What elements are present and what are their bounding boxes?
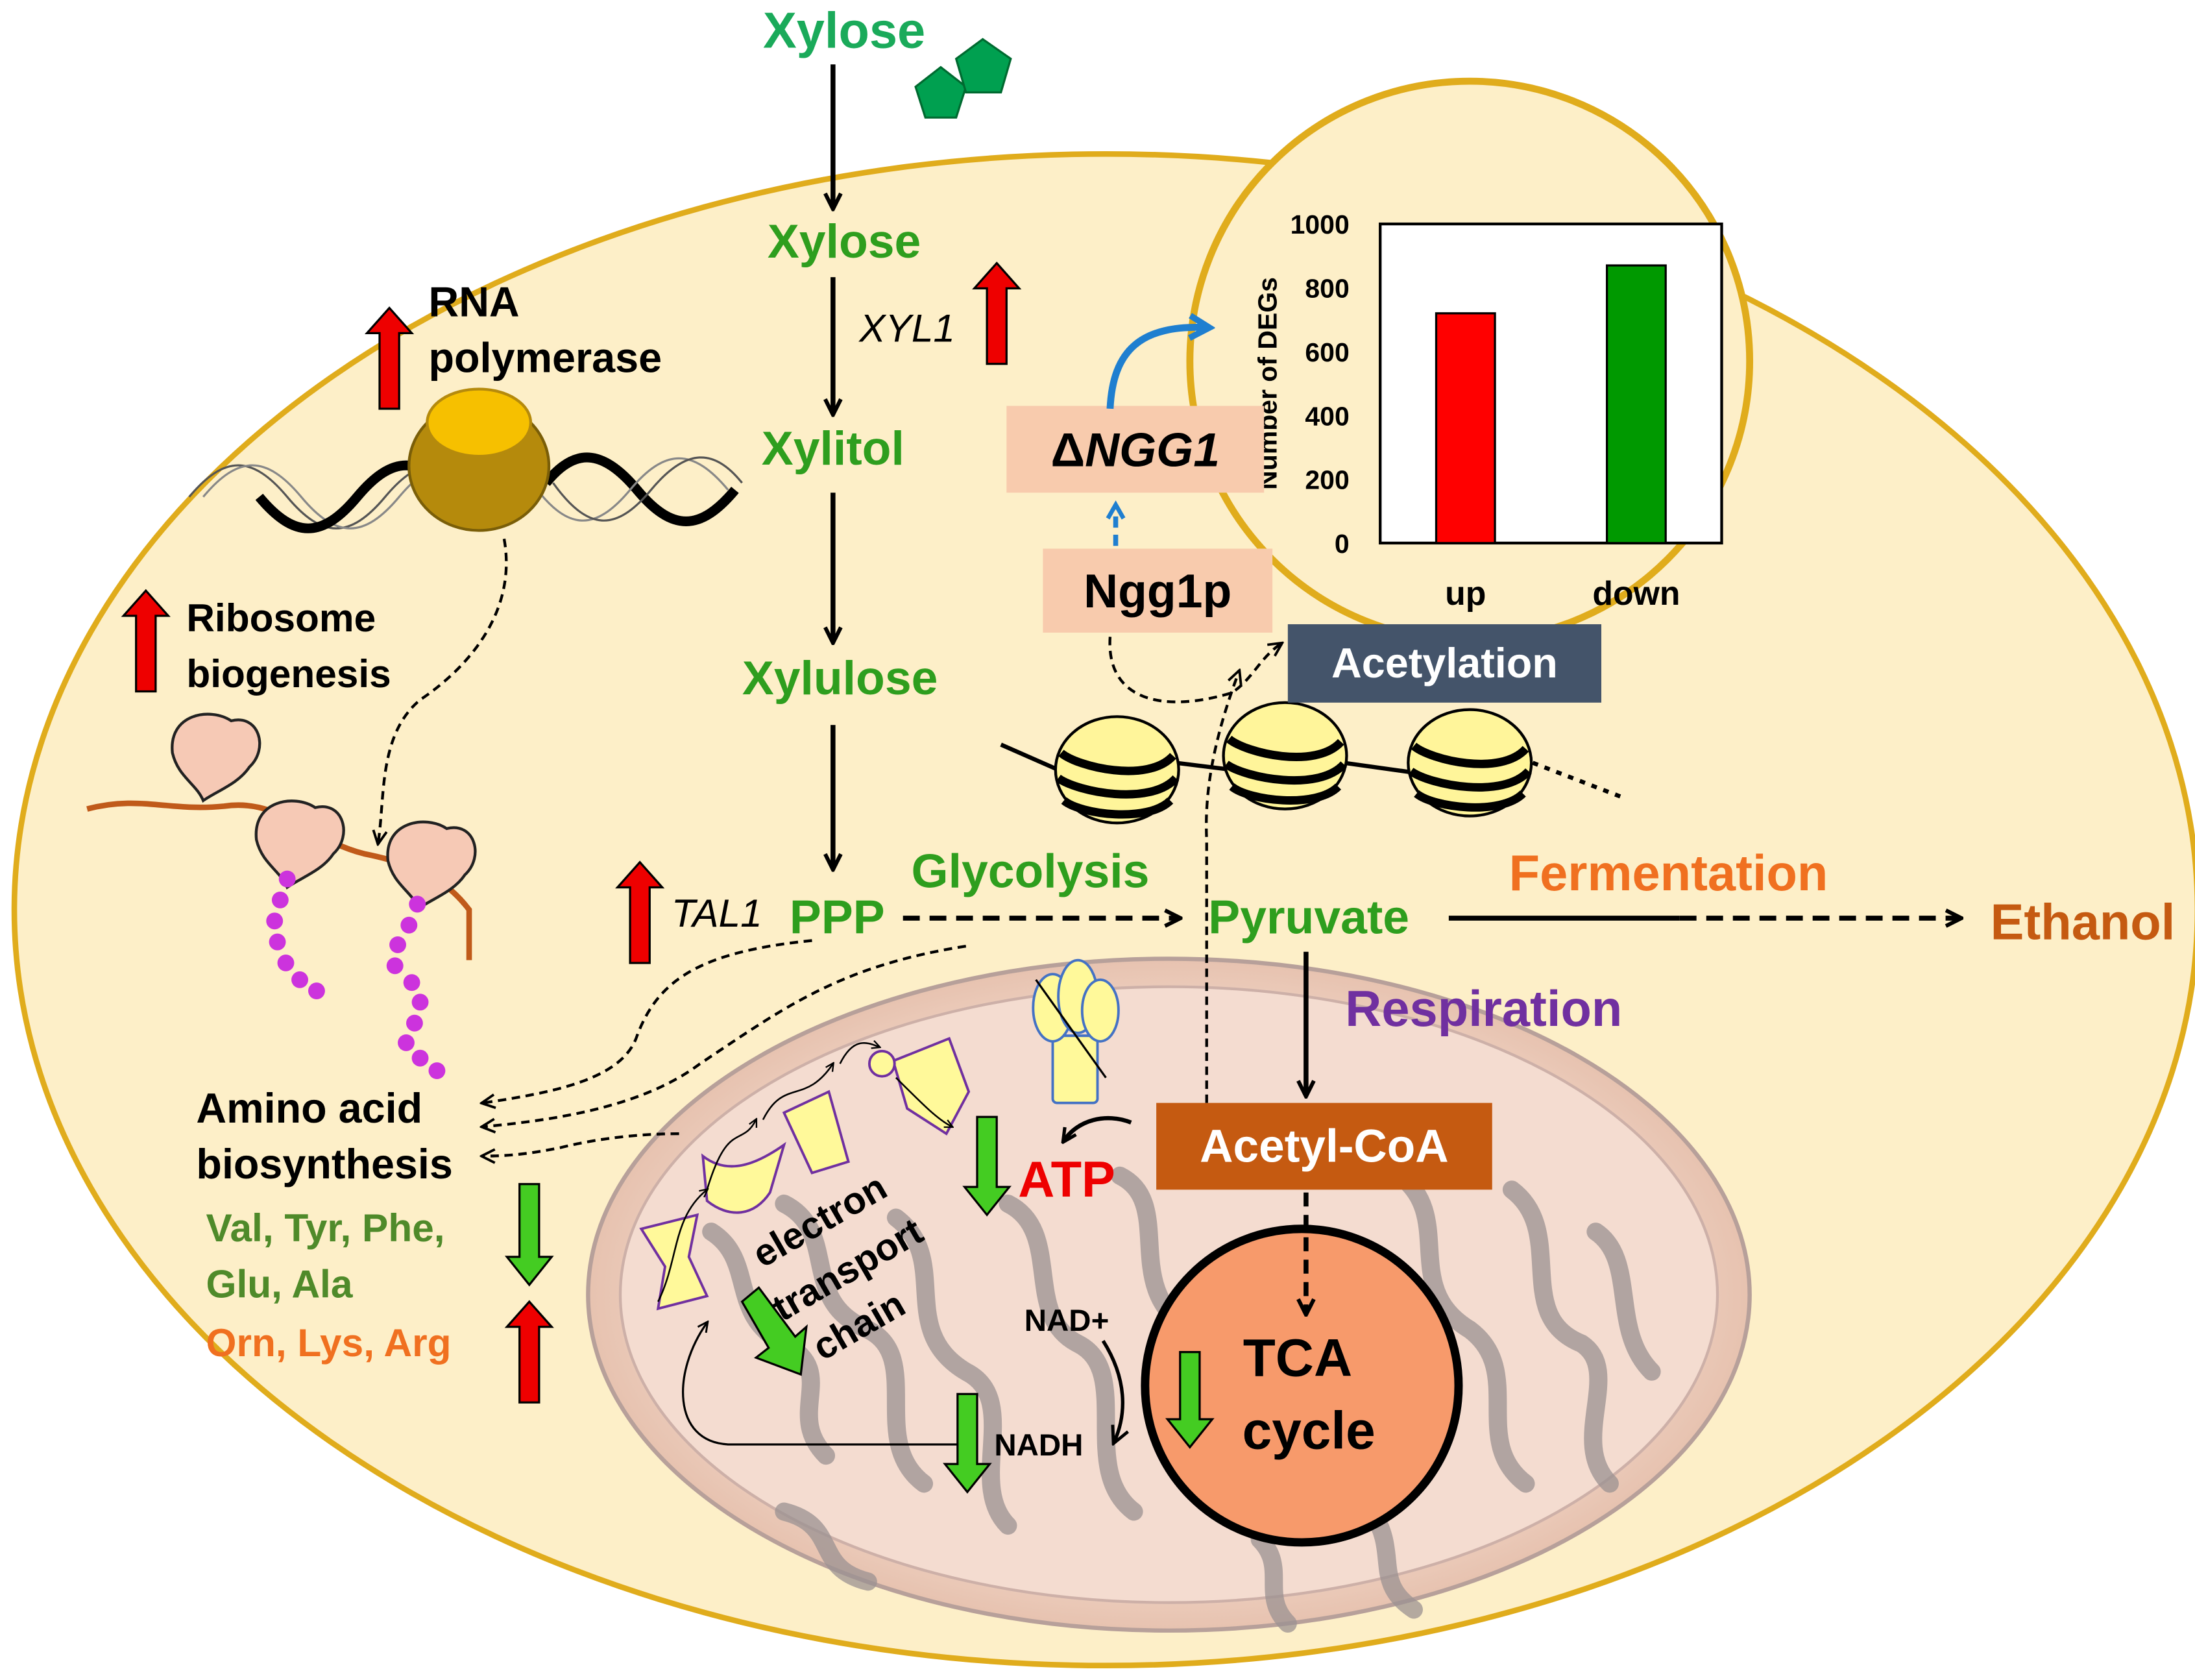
tca-label-line1: TCA <box>1243 1328 1352 1387</box>
xylose-molecule-icon <box>914 38 1012 119</box>
fermentation-label: Fermentation <box>1509 846 1828 901</box>
tal1-gene-label: TAL1 <box>672 891 762 935</box>
atp-label: ATP <box>1018 1152 1115 1208</box>
rna-polymerase-label-line2: polymerase <box>428 334 662 382</box>
amino-acid-label-line2: biosynthesis <box>196 1140 452 1187</box>
aa-down-arrow-icon <box>504 1183 554 1287</box>
complex-ii <box>701 1141 786 1214</box>
xylulose-label: Xylulose <box>742 651 938 705</box>
etc-complexes <box>639 1036 971 1311</box>
nadh-down-arrow-icon <box>943 1393 992 1494</box>
chart-y-ticks: 0 200 400 600 800 1000 <box>1291 210 1350 559</box>
amino-acids-down-line1: Val, Tyr, Phe, <box>206 1206 445 1250</box>
amino-acid-feed-arrows <box>483 939 967 1156</box>
nucleosome-2 <box>1222 701 1348 810</box>
amino-acids-down-line2: Glu, Ala <box>206 1261 353 1306</box>
chromatin <box>1000 701 1625 825</box>
complex-i <box>639 1213 709 1311</box>
chart-plot-frame <box>1379 222 1723 545</box>
ribosome-up-arrow-icon <box>121 589 171 693</box>
atp-down-arrow-icon <box>962 1115 1012 1217</box>
chart-x-label-down: down <box>1592 574 1680 612</box>
chart-bar-up <box>1435 312 1496 544</box>
chart-bar-down <box>1606 264 1667 544</box>
tca-cycle-circle <box>1141 1224 1463 1547</box>
tca-label-line2: cycle <box>1243 1401 1376 1460</box>
complex-iv <box>891 1036 971 1136</box>
ribosome-label-line2: biogenesis <box>186 651 391 696</box>
chart-y-tick-label: 400 <box>1305 401 1349 431</box>
etc-electron-path <box>657 1043 952 1302</box>
amino-acid-label-line1: Amino acid <box>196 1084 422 1132</box>
rna-polymerase-up-arrow-icon <box>364 306 415 410</box>
tal1-up-arrow-icon <box>615 860 665 964</box>
ngg1p-label: Ngg1p <box>1084 565 1231 618</box>
chart-bars <box>1435 264 1667 544</box>
glycolysis-label: Glycolysis <box>912 844 1150 897</box>
ngg1-gene-italic: NGG1 <box>1085 423 1220 476</box>
chart-x-label-up: up <box>1445 574 1486 612</box>
acetyl-coa-label: Acetyl-CoA <box>1200 1121 1449 1172</box>
cytochrome-c <box>867 1049 896 1078</box>
chart-y-tick-label: 200 <box>1305 465 1349 495</box>
xyl1-up-arrow-icon <box>972 262 1022 365</box>
deletion-to-chart-arrow <box>1106 327 1207 409</box>
acetylcoa-to-acetylation-arrow <box>1205 672 1239 1103</box>
xylitol-label: Xylitol <box>762 422 904 475</box>
ppp-label: PPP <box>790 891 885 944</box>
ribosomes <box>171 712 477 911</box>
ngg1p-box <box>1043 548 1273 633</box>
atp-synthase <box>1032 958 1120 1104</box>
regulation-arrows <box>121 262 1215 1494</box>
nucleosome-3 <box>1407 708 1533 818</box>
nadh-to-etc-line <box>682 1322 959 1446</box>
acetylation-label: Acetylation <box>1331 639 1558 687</box>
amino-acids-up-label: Orn, Lys, Arg <box>206 1321 452 1365</box>
polymerase-to-ribosome-arrow <box>378 539 508 842</box>
xylose-extracellular: Xylose <box>763 3 925 58</box>
atp-synthesis-arrow <box>1064 1115 1132 1141</box>
nadh-label: NADH <box>994 1428 1083 1463</box>
nad-plus-label: NAD+ <box>1025 1304 1109 1338</box>
chart-y-tick-label: 800 <box>1305 274 1349 304</box>
delta-symbol: Δ <box>1050 423 1085 476</box>
delta-ngg1-box <box>1006 406 1265 493</box>
ribosome-label-line1: Ribosome <box>186 596 376 640</box>
rna-polymerase-icon <box>407 387 551 532</box>
respiration-label: Respiration <box>1345 981 1622 1037</box>
chart-y-tick-label: 0 <box>1335 529 1350 559</box>
nad-tca-curve <box>1101 1339 1122 1441</box>
chart-y-tick-label: 1000 <box>1291 210 1350 239</box>
peptide-chains <box>266 870 446 1079</box>
delta-ngg1-label: ΔNGG1 <box>1050 423 1220 476</box>
tca-down-arrow-icon <box>1165 1350 1215 1449</box>
complex-iii <box>782 1090 850 1175</box>
etc-down-arrow-icon <box>740 1286 808 1376</box>
pyruvate-label: Pyruvate <box>1208 891 1409 944</box>
acetylation-box <box>1287 624 1601 703</box>
rna-polymerase-label-line1: RNA <box>428 278 519 325</box>
acetyl-coa-box <box>1156 1102 1492 1190</box>
xyl1-gene-label: XYL1 <box>858 306 955 350</box>
nucleosome-1 <box>1054 715 1180 825</box>
ethanol-label: Ethanol <box>1991 894 2176 950</box>
chart-y-tick-label: 600 <box>1305 337 1349 367</box>
chart-x-labels: up down <box>1445 574 1680 612</box>
aa-up-arrow-icon <box>504 1300 554 1404</box>
xylose-intracellular: Xylose <box>768 215 921 268</box>
